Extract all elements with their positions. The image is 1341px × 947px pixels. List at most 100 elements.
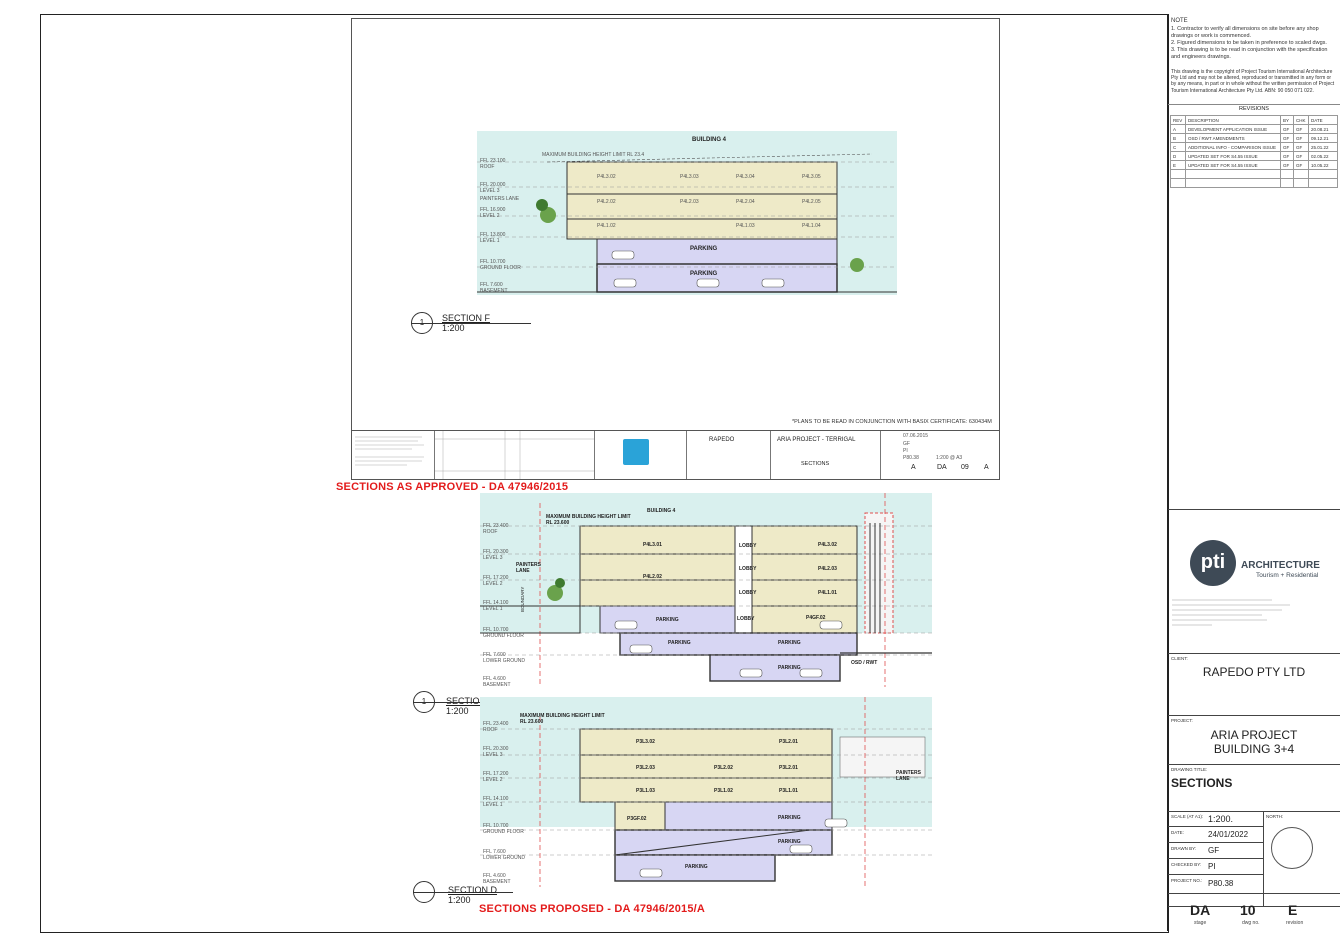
table-cell: 20.08.21 <box>1308 124 1338 134</box>
table-cell: E <box>1170 160 1186 170</box>
lobby-label: LOBBY <box>739 566 757 572</box>
project-no-label: PROJECT No.: <box>1171 878 1203 883</box>
column-header: CHK <box>1293 115 1309 125</box>
unit-label: P3L1.02 <box>714 788 733 794</box>
stage-caption: stage <box>1194 920 1207 926</box>
date-label: DATE: <box>1171 830 1184 835</box>
unit-label: P3L2.01 <box>779 739 798 745</box>
project-label: PROJECT: <box>1171 718 1193 723</box>
table-cell: 02.05.22 <box>1308 151 1338 161</box>
level-rl: FFL 7.600 <box>480 282 503 288</box>
section-name: SECTION F <box>442 313 491 323</box>
unit-label: P4L2.04 <box>736 199 755 205</box>
unit-label: P3GF.02 <box>627 816 647 822</box>
company-address-lines <box>1172 599 1290 626</box>
divider <box>1168 893 1340 894</box>
level-rl: FFL 14.100 <box>483 796 509 802</box>
unit-label: P4L2.03 <box>680 199 699 205</box>
section-name: SECTION D <box>448 885 498 895</box>
table-cell: GF <box>1293 160 1309 170</box>
divider <box>1263 811 1264 906</box>
old-date: 07.06.2015 <box>903 433 929 439</box>
table-cell: UPDATED SET FOR S4.55 ISSUE <box>1185 151 1281 161</box>
level-name: BASEMENT <box>480 288 508 294</box>
stage-value: DA <box>1190 902 1211 918</box>
table-cell: B <box>1170 133 1186 143</box>
unit-label: P3L2.02 <box>714 765 733 771</box>
level-rl: FFL 20.000 <box>480 182 506 188</box>
level-name: ROOF <box>483 529 498 535</box>
level-rl: FFL 4.600 <box>483 676 506 682</box>
level-name: LEVEL 3 <box>480 188 500 194</box>
old-checked: PI <box>903 448 908 454</box>
old-info-cell: 07.06.2015 GF PI P80.38 1:200 @ A3 A DA … <box>880 431 1000 479</box>
unit-label: P4L2.03 <box>818 566 837 572</box>
level-rl: FFL 4.600 <box>483 873 506 879</box>
table-cell: 09.12.21 <box>1308 133 1338 143</box>
date-value: 24/01/2022 <box>1208 830 1249 839</box>
table-cell: GF <box>1280 151 1294 161</box>
column-header: DESCRIPTION <box>1185 115 1281 125</box>
section-scale: 1:200 <box>448 895 471 905</box>
painters-lane-label: PAINTERS LANE <box>516 562 541 574</box>
old-logo-icon <box>623 439 649 465</box>
notes-heading: NOTE <box>1171 18 1188 24</box>
unit-label: P4GF.02 <box>806 615 826 621</box>
old-type: DA <box>937 464 947 471</box>
level-name: GROUND FLOOR <box>483 829 524 835</box>
divider <box>1168 715 1340 716</box>
old-project-cell: ARIA PROJECT - TERRIGAL SECTIONS <box>770 431 881 479</box>
level-name: LEVEL 2 <box>483 777 503 783</box>
dwg-caption: dwg no. <box>1242 920 1260 926</box>
table-cell: GF <box>1280 142 1294 152</box>
table-cell: GF <box>1280 124 1294 134</box>
divider <box>1168 858 1263 859</box>
section-d-drawing <box>480 697 932 887</box>
level-name: LEVEL 2 <box>483 581 503 587</box>
scale-value: 1:200. <box>1208 814 1234 824</box>
level-name: LOWER GROUND <box>483 855 525 861</box>
level-name: LEVEL 1 <box>483 802 503 808</box>
divider <box>1168 764 1340 765</box>
old-logo-cell <box>594 431 687 479</box>
column-header: DATE <box>1308 115 1338 125</box>
level-name: GROUND FLOOR <box>480 265 521 271</box>
height-limit-label: MAXIMUM BUILDING HEIGHT LIMIT RL 23.600 <box>546 514 631 526</box>
level-rl: FFL 7.600 <box>483 652 506 658</box>
parking-label: PARKING <box>690 271 718 277</box>
unit-label: P4L3.02 <box>597 174 616 180</box>
drawing-number: 10 <box>1240 902 1256 918</box>
unit-label: P4L3.05 <box>802 174 821 180</box>
parking-label: PARKING <box>668 640 691 646</box>
table-cell: D <box>1170 151 1186 161</box>
table-cell: GF <box>1280 160 1294 170</box>
drawing-title-label: DRAWING TITLE: <box>1171 767 1208 772</box>
unit-label: P4L1.03 <box>736 223 755 229</box>
table-cell: OSD / RWT AMENDMENTS <box>1185 133 1281 143</box>
table-row <box>1170 169 1338 179</box>
unit-label: P4L3.04 <box>736 174 755 180</box>
divider <box>1168 653 1340 654</box>
level-name: BASEMENT <box>483 682 511 688</box>
old-client-cell: RAPEDO <box>686 431 771 479</box>
unit-label: P3L1.01 <box>779 788 798 794</box>
old-project: ARIA PROJECT - TERRIGAL <box>777 437 856 443</box>
unit-label: P4L1.01 <box>818 590 837 596</box>
boundary-label: BOUNDARY <box>520 586 525 612</box>
level-name: BASEMENT <box>483 879 511 885</box>
parking-label: PARKING <box>778 815 801 821</box>
divider <box>1168 842 1263 843</box>
logo-title: ARCHITECTURE <box>1241 560 1320 571</box>
osd-label: OSD / RWT <box>851 660 878 666</box>
unit-label: P4L3.03 <box>680 174 699 180</box>
section-f-label: SECTION F 1:200 <box>442 313 490 333</box>
unit-label: P4L1.02 <box>597 223 616 229</box>
level-rl: FFL 13.800 <box>480 232 506 238</box>
scale-label: SCALE (AT A1): <box>1171 814 1204 819</box>
table-cell: GF <box>1293 151 1309 161</box>
logo-subtitle: Tourism + Residential <box>1256 572 1319 579</box>
section-name: SECTION C <box>446 696 496 706</box>
table-cell: GF <box>1293 124 1309 134</box>
